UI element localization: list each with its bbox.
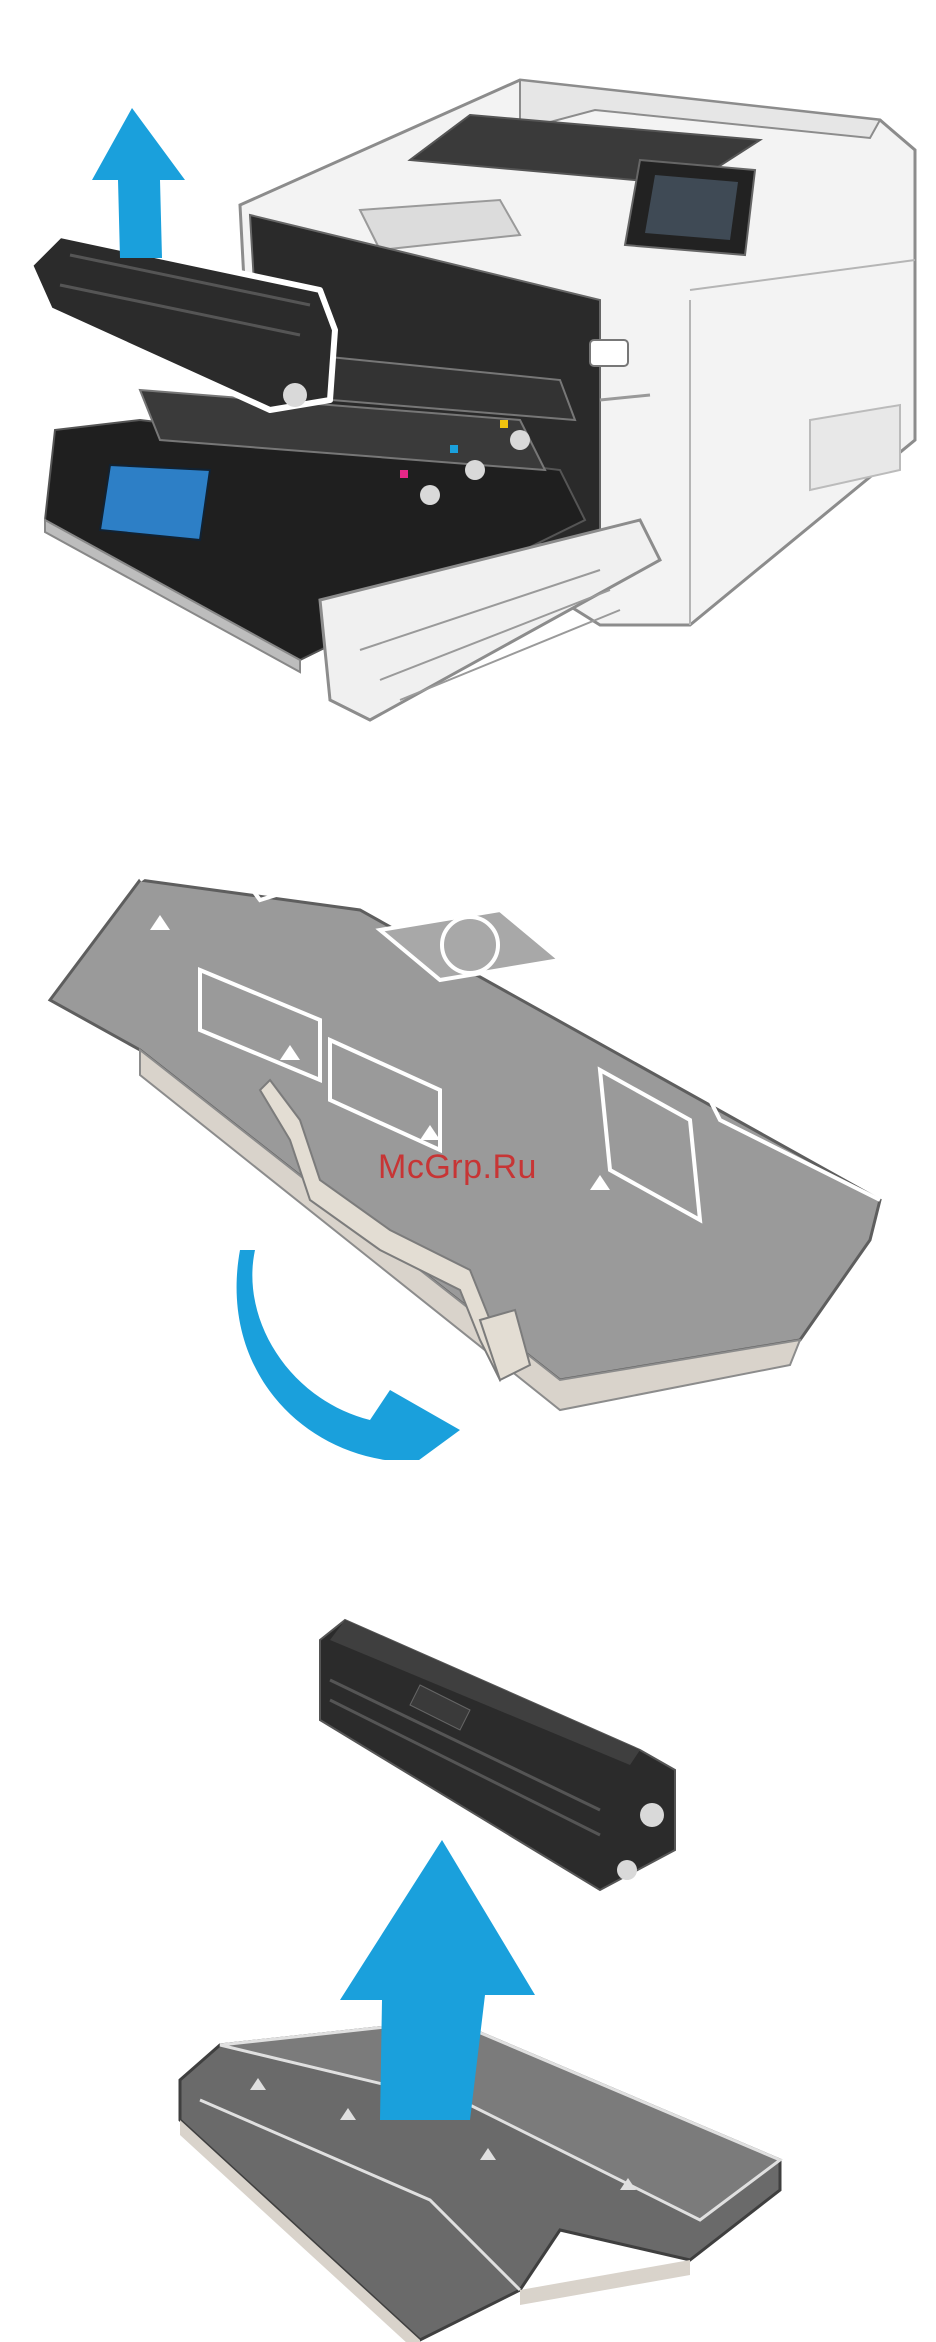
watermark: McGrp.Ru [378,1148,537,1187]
step-remove-packing-strip-illustration [0,820,936,1460]
packaging-tray-empty [180,2020,780,2342]
control-panel-display [625,160,755,255]
arrow-up-icon [92,108,185,258]
toner-cartridge [320,1620,675,1890]
packaging-tray [50,850,880,1410]
step-lift-cartridge-illustration [0,1600,936,2342]
step-remove-cartridge-illustration [0,0,936,740]
